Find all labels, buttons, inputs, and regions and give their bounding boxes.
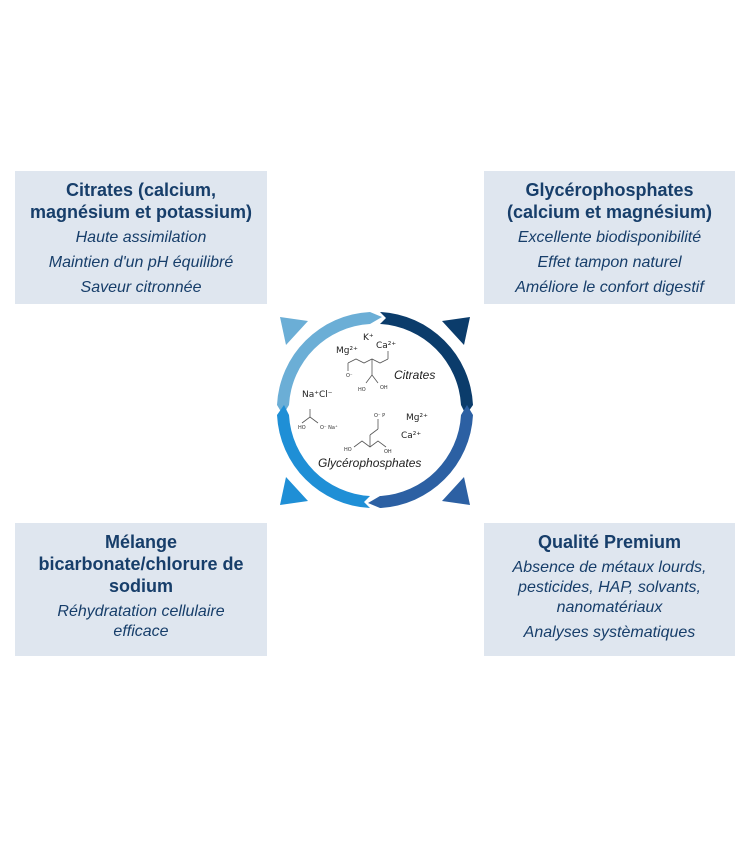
citrate-ho-label: HO [358, 387, 366, 393]
citrates-title-line-2: magnésium et potassium) [29, 202, 253, 222]
citrate-molecule-icon [347, 351, 389, 384]
ion-mg-bottom: Mg²⁺ [406, 413, 428, 423]
bicarbonate-item-line-2: efficace [113, 623, 169, 640]
bicarbonate-o-label: O⁻ Na⁺ [320, 425, 338, 431]
citrates-label: Citrates [394, 368, 435, 382]
glycerophosphates-item: Effet tampon naturel [537, 254, 682, 271]
citrates-item: Maintien d'un pH équilibré [48, 254, 234, 271]
premium-item: Absence de métaux lourds, pesticides, HA… [490, 558, 729, 618]
cycle-arc-top-left [277, 312, 382, 415]
glycerophosphate-molecule-icon [353, 419, 387, 448]
glycerophosphate-ho-label: HO [344, 447, 352, 453]
bicarbonate-molecule-icon [301, 409, 319, 424]
glycerophosphate-p-label: O⁻ P [374, 413, 385, 419]
ion-ca-bottom: Ca²⁺ [401, 431, 421, 441]
glycerophosphates-title-line-1: Glycérophosphates [525, 180, 694, 200]
glycerophosphates-item: Améliore le confort digestif [515, 279, 704, 296]
cycle-corner-arrow-bottom-right [442, 477, 470, 505]
citrates-title: Citrates (calcium, magnésium et potassiu… [21, 179, 261, 223]
cycle-center [290, 325, 460, 495]
premium-title: Qualité Premium [537, 532, 682, 552]
bicarbonate-title: Mélange bicarbonate/chlorure de sodium [21, 531, 261, 597]
bicarbonate-item-line-1: Réhydratation cellulaire [57, 603, 225, 620]
citrates-item: Haute assimilation [75, 229, 207, 246]
citrate-o-label: O⁻ [346, 373, 353, 379]
cycle-corner-arrow-bottom-left [280, 477, 308, 505]
premium-item-line-3: nanomatériaux [556, 599, 663, 616]
ion-nacl: Na⁺Cl⁻ [302, 390, 333, 400]
glycerophosphates-title-line-2: (calcium et magnésium) [506, 202, 713, 222]
cycle-arc-bottom-right [368, 405, 473, 508]
premium-item-line-2: pesticides, HAP, solvants, [518, 579, 701, 596]
cycle-arc-bottom-left [277, 405, 370, 508]
bicarbonate-item: Réhydratation cellulaire efficace [21, 602, 261, 642]
glycerophosphate-oh-label: OH [384, 449, 392, 455]
premium-box: Qualité Premium Absence de métaux lourds… [484, 523, 735, 656]
premium-item: Analyses systèmatiques [523, 624, 696, 641]
premium-item-line-1: Absence de métaux lourds, [512, 559, 707, 576]
glycerophosphates-title: Glycérophosphates (calcium et magnésium) [490, 179, 729, 223]
bicarbonate-title-line-1: Mélange [104, 532, 178, 552]
glycerophosphates-item: Excellente biodisponibilité [517, 229, 702, 246]
bicarbonate-box: Mélange bicarbonate/chlorure de sodium R… [15, 523, 267, 656]
glycerophosphates-box: Glycérophosphates (calcium et magnésium)… [484, 171, 735, 304]
ion-ca-top: Ca²⁺ [376, 341, 396, 351]
cycle-corner-arrow-top-left [280, 317, 308, 345]
mineral-cycle-diagram: Mg²⁺ K⁺ Ca²⁺ Na⁺Cl⁻ Mg²⁺ Ca²⁺ O⁻ HO OH C… [277, 312, 473, 508]
citrates-title-line-1: Citrates (calcium, [65, 180, 217, 200]
citrate-oh-label: OH [380, 385, 388, 391]
bicarbonate-ho-label: HO [298, 425, 306, 431]
glycerophosphates-label: Glycérophosphates [318, 456, 421, 470]
bicarbonate-title-line-2: bicarbonate/chlorure de [38, 554, 244, 574]
citrates-box: Citrates (calcium, magnésium et potassiu… [15, 171, 267, 304]
bicarbonate-title-line-3: sodium [108, 576, 173, 596]
citrates-item: Saveur citronnée [80, 279, 202, 296]
cycle-corner-arrow-top-right [442, 317, 470, 345]
ion-mg-top: Mg²⁺ [336, 346, 358, 356]
cycle-arc-top-right [380, 312, 473, 415]
ion-k: K⁺ [363, 333, 374, 343]
